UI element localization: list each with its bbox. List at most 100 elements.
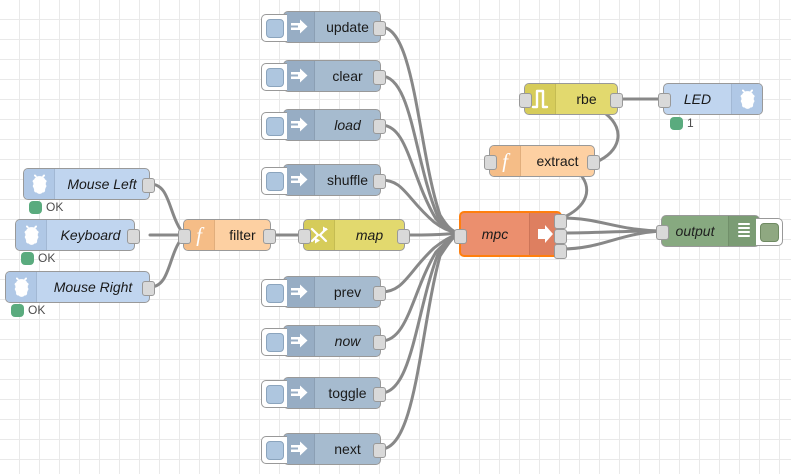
- node-label: prev: [333, 284, 362, 300]
- inject-arrow-icon: [284, 378, 315, 408]
- status-dot: [21, 251, 34, 265]
- status-dot: [29, 200, 42, 214]
- status-text: 1: [687, 116, 694, 130]
- inject-button[interactable]: [261, 14, 287, 42]
- input-port[interactable]: [454, 229, 467, 244]
- inject-button[interactable]: [261, 436, 287, 464]
- inject-arrow-icon: [284, 110, 315, 140]
- node-label: Mouse Right: [53, 279, 133, 295]
- inject-knob: [265, 332, 284, 352]
- output-port[interactable]: [373, 335, 386, 350]
- input-port[interactable]: [484, 155, 497, 170]
- output-port[interactable]: [373, 174, 386, 189]
- node-label: load: [334, 117, 361, 133]
- status-text: OK: [28, 303, 46, 317]
- output-port[interactable]: [373, 286, 386, 301]
- debug-toggle-button[interactable]: [756, 218, 783, 246]
- node-led[interactable]: LED: [658, 83, 763, 115]
- output-port[interactable]: [373, 21, 386, 36]
- status-dot: [11, 303, 24, 317]
- inject-arrow-icon: [284, 277, 315, 307]
- node-inject-shuffle[interactable]: shuffle: [261, 164, 386, 196]
- node-filter[interactable]: f filter: [178, 219, 276, 251]
- output-port[interactable]: [587, 155, 600, 170]
- output-port[interactable]: [127, 229, 140, 244]
- output-port-1[interactable]: [554, 214, 567, 229]
- inject-button[interactable]: [261, 167, 287, 195]
- node-label: LED: [683, 91, 712, 107]
- node-inject-clear[interactable]: clear: [261, 60, 386, 92]
- node-label: map: [355, 227, 384, 243]
- input-port[interactable]: [178, 229, 191, 244]
- inject-knob: [265, 67, 284, 87]
- output-port[interactable]: [142, 281, 155, 296]
- inject-arrow-icon: [284, 434, 315, 464]
- output-port-2[interactable]: [554, 229, 567, 244]
- debug-knob: [759, 222, 779, 242]
- inject-arrow-icon: [284, 12, 315, 42]
- inject-knob: [265, 283, 284, 303]
- inject-button[interactable]: [261, 112, 287, 140]
- output-port[interactable]: [142, 178, 155, 193]
- node-label: now: [334, 333, 361, 349]
- inject-button[interactable]: [261, 328, 287, 356]
- inject-arrow-icon: [284, 61, 315, 91]
- output-port[interactable]: [373, 119, 386, 134]
- node-inject-toggle[interactable]: toggle: [261, 377, 386, 409]
- output-port-3[interactable]: [554, 244, 567, 259]
- node-label: Keyboard: [60, 227, 121, 243]
- status-mouse-left: OK: [29, 200, 63, 214]
- output-port[interactable]: [373, 443, 386, 458]
- status-text: OK: [38, 251, 56, 265]
- inject-button[interactable]: [261, 380, 287, 408]
- inject-knob: [265, 116, 284, 136]
- node-mouse-right[interactable]: Mouse Right: [5, 271, 155, 303]
- input-port[interactable]: [656, 225, 669, 240]
- svg-text:f: f: [196, 224, 205, 246]
- input-port[interactable]: [298, 229, 311, 244]
- node-inject-prev[interactable]: prev: [261, 276, 386, 308]
- node-mouse-left[interactable]: Mouse Left: [23, 168, 155, 200]
- node-inject-next[interactable]: next: [261, 433, 386, 465]
- node-inject-now[interactable]: now: [261, 325, 386, 357]
- inject-knob: [265, 171, 284, 191]
- input-port[interactable]: [519, 93, 532, 108]
- node-label: filter: [229, 227, 256, 243]
- node-label: rbe: [576, 91, 597, 107]
- node-label: extract: [536, 153, 579, 169]
- inject-knob: [265, 18, 284, 38]
- status-keyboard: OK: [21, 251, 55, 265]
- node-label: toggle: [328, 385, 367, 401]
- node-label: Mouse Left: [67, 176, 137, 192]
- inject-button[interactable]: [261, 279, 287, 307]
- inject-button[interactable]: [261, 63, 287, 91]
- output-port[interactable]: [610, 93, 623, 108]
- node-extract[interactable]: f extract: [484, 145, 600, 177]
- node-label: clear: [332, 68, 363, 84]
- node-output[interactable]: output: [656, 215, 783, 247]
- node-rbe[interactable]: rbe: [519, 83, 623, 115]
- inject-arrow-icon: [284, 326, 315, 356]
- node-label: shuffle: [327, 172, 368, 188]
- status-mouse-right: OK: [11, 303, 45, 317]
- output-port[interactable]: [373, 387, 386, 402]
- node-mpc[interactable]: mpc: [454, 211, 567, 259]
- node-keyboard[interactable]: Keyboard: [15, 219, 140, 251]
- status-text: OK: [46, 200, 64, 214]
- raspberry-pi-icon: [731, 84, 762, 114]
- output-port[interactable]: [397, 229, 410, 244]
- node-label: mpc: [481, 226, 509, 242]
- inject-knob: [265, 384, 284, 404]
- node-label: update: [326, 19, 369, 35]
- output-port[interactable]: [373, 70, 386, 85]
- debug-lines-icon: [728, 216, 759, 246]
- input-port[interactable]: [658, 93, 671, 108]
- node-label: next: [334, 441, 361, 457]
- inject-arrow-icon: [284, 165, 315, 195]
- output-port[interactable]: [263, 229, 276, 244]
- node-inject-update[interactable]: update: [261, 11, 386, 43]
- node-inject-load[interactable]: load: [261, 109, 386, 141]
- svg-text:f: f: [502, 150, 511, 172]
- node-map[interactable]: map: [298, 219, 410, 251]
